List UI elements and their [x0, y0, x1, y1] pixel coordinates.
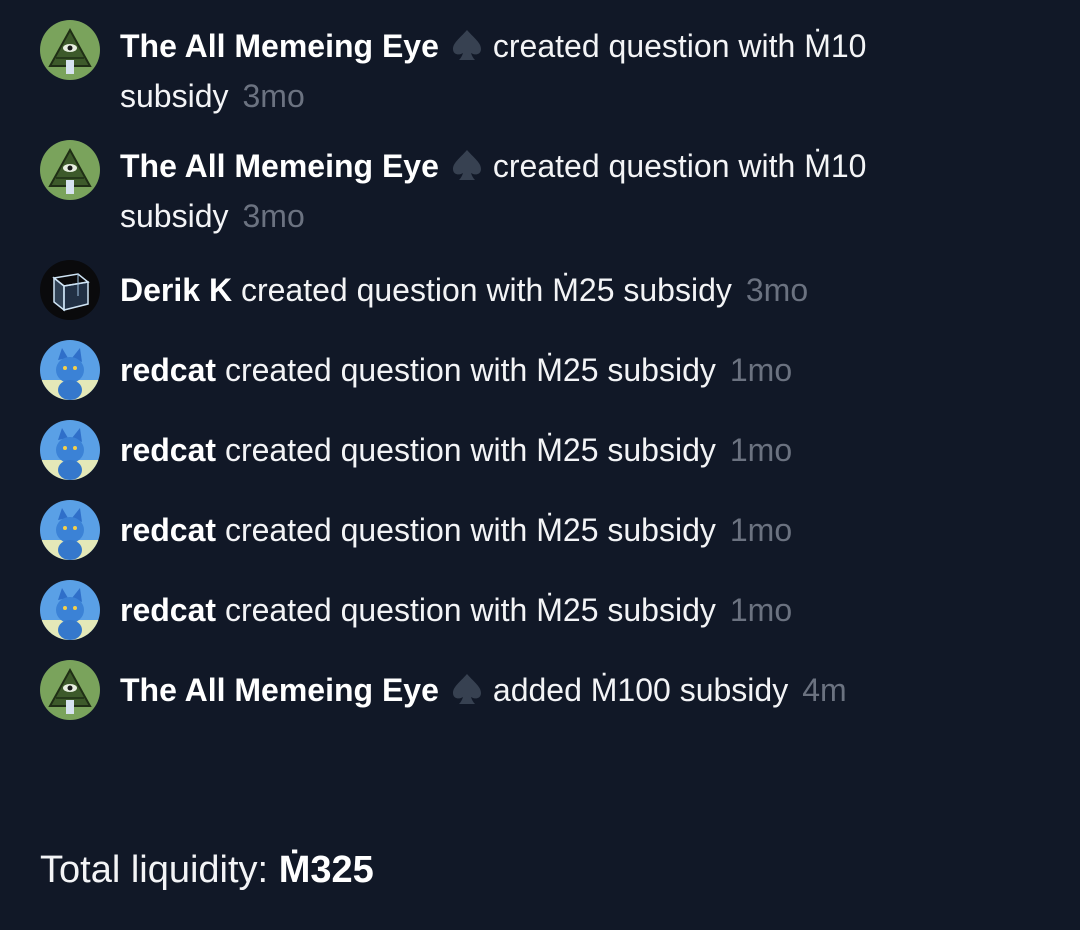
amount: Ṁ10	[804, 148, 867, 184]
action-text: added	[492, 672, 582, 708]
spade-icon	[452, 674, 481, 704]
action-text: created question with	[224, 352, 528, 388]
suffix-text: subsidy	[607, 432, 716, 468]
illuminati-eye-avatar[interactable]	[40, 20, 100, 80]
action-text: created question with	[224, 592, 528, 628]
amount: Ṁ25	[536, 512, 599, 548]
user-name[interactable]: redcat	[120, 592, 217, 628]
user-name[interactable]: Derik K	[120, 272, 233, 308]
list-item: redcat created question with Ṁ25 subsidy…	[40, 580, 1040, 640]
wireframe-cube-avatar[interactable]	[40, 260, 100, 320]
total-liquidity-amount: Ṁ325	[278, 849, 374, 891]
suffix-text: subsidy	[607, 592, 716, 628]
amount: Ṁ25	[536, 432, 599, 468]
list-item: The All Memeing Eye created question with…	[40, 20, 1040, 121]
timestamp: 1mo	[729, 352, 793, 388]
suffix-text: subsidy	[120, 78, 229, 114]
list-item: redcat created question with Ṁ25 subsidy…	[40, 340, 1040, 400]
timestamp: 1mo	[729, 512, 793, 548]
timestamp: 3mo	[745, 272, 809, 308]
user-name[interactable]: The All Memeing Eye	[120, 148, 439, 184]
timestamp: 1mo	[729, 592, 793, 628]
amount: Ṁ25	[552, 272, 615, 308]
amount: Ṁ25	[536, 592, 599, 628]
timestamp: 3mo	[242, 78, 305, 114]
timestamp: 1mo	[729, 432, 793, 468]
suffix-text: subsidy	[679, 672, 789, 708]
activity-text: redcat created question with Ṁ25 subsidy…	[120, 505, 980, 555]
list-item: The All Memeing Eye added Ṁ100 subsidy 4m	[40, 660, 1040, 720]
list-item: redcat created question with Ṁ25 subsidy…	[40, 420, 1040, 480]
action-text: created question with	[492, 28, 796, 64]
amount: Ṁ10	[804, 28, 867, 64]
action-text: created question with	[224, 432, 528, 468]
illuminati-eye-avatar[interactable]	[40, 660, 100, 720]
illuminati-eye-avatar[interactable]	[40, 140, 100, 200]
user-name[interactable]: The All Memeing Eye	[120, 28, 439, 64]
user-name[interactable]: The All Memeing Eye	[120, 672, 439, 708]
list-item: Derik K created question with Ṁ25 subsid…	[40, 260, 1040, 320]
suffix-text: subsidy	[607, 512, 716, 548]
list-item: redcat created question with Ṁ25 subsidy…	[40, 500, 1040, 560]
activity-text: redcat created question with Ṁ25 subsidy…	[120, 585, 980, 635]
spade-icon	[452, 150, 481, 180]
spade-icon	[452, 30, 481, 60]
blue-cat-avatar[interactable]	[40, 420, 100, 480]
activity-text: Derik K created question with Ṁ25 subsid…	[120, 265, 980, 315]
action-text: created question with	[240, 272, 544, 308]
amount: Ṁ25	[536, 352, 599, 388]
total-liquidity-label: Total liquidity:	[40, 849, 269, 891]
suffix-text: subsidy	[607, 352, 716, 388]
blue-cat-avatar[interactable]	[40, 500, 100, 560]
total-liquidity: Total liquidity: Ṁ325	[40, 845, 374, 895]
timestamp: 3mo	[242, 198, 305, 234]
blue-cat-avatar[interactable]	[40, 580, 100, 640]
activity-text: redcat created question with Ṁ25 subsidy…	[120, 345, 980, 395]
user-name[interactable]: redcat	[120, 352, 217, 388]
activity-text: The All Memeing Eye added Ṁ100 subsidy 4m	[120, 665, 980, 715]
suffix-text: subsidy	[623, 272, 732, 308]
list-item: The All Memeing Eye created question with…	[40, 140, 1040, 241]
action-text: created question with	[224, 512, 528, 548]
user-name[interactable]: redcat	[120, 432, 217, 468]
action-text: created question with	[492, 148, 796, 184]
blue-cat-avatar[interactable]	[40, 340, 100, 400]
timestamp: 4m	[802, 672, 847, 708]
user-name[interactable]: redcat	[120, 512, 217, 548]
activity-text: redcat created question with Ṁ25 subsidy…	[120, 425, 980, 475]
activity-text: The All Memeing Eye created question with…	[120, 21, 980, 121]
activity-text: The All Memeing Eye created question with…	[120, 141, 980, 241]
amount: Ṁ100	[590, 672, 671, 708]
suffix-text: subsidy	[120, 198, 229, 234]
